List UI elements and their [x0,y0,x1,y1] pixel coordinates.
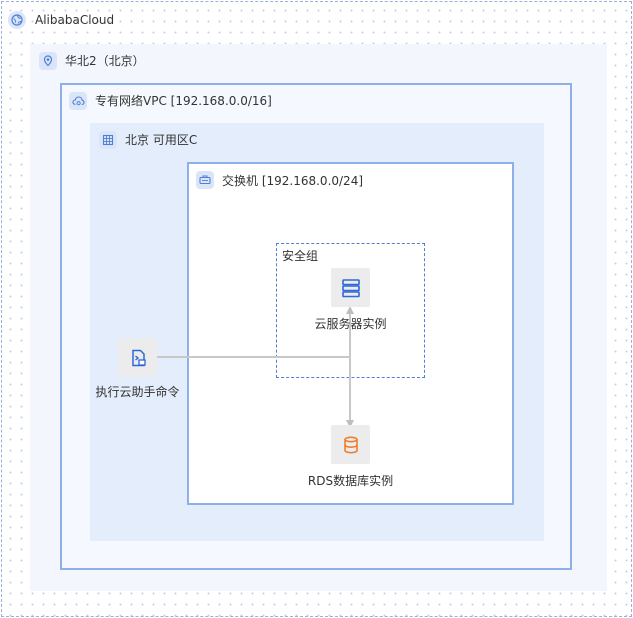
vswitch-label: 交换机 [192.168.0.0/24] [222,174,364,188]
rds-label: RDS数据库实例 [307,474,394,488]
region-label: 华北2（北京） [65,54,145,68]
command-label: 执行云助手命令 [95,385,180,399]
command-node[interactable] [118,338,157,377]
cloud-network-icon [69,92,87,110]
building-icon [99,131,117,149]
terminal-script-icon [128,348,148,368]
ecs-label: 云服务器实例 [314,317,387,331]
rds-node[interactable] [331,425,370,464]
zone-label: 北京 可用区C [125,133,198,147]
location-pin-icon [39,52,57,70]
switch-icon [196,171,214,189]
server-icon [341,278,361,298]
security-group-label: 安全组 [282,249,319,263]
database-icon [341,435,361,455]
cloud-label: AlibabaCloud [35,13,115,27]
ecs-node[interactable] [331,268,370,307]
cloud-globe-icon [8,11,26,29]
command-to-rds-line [157,356,354,428]
vpc-label: 专有网络VPC [192.168.0.0/16] [95,94,272,108]
